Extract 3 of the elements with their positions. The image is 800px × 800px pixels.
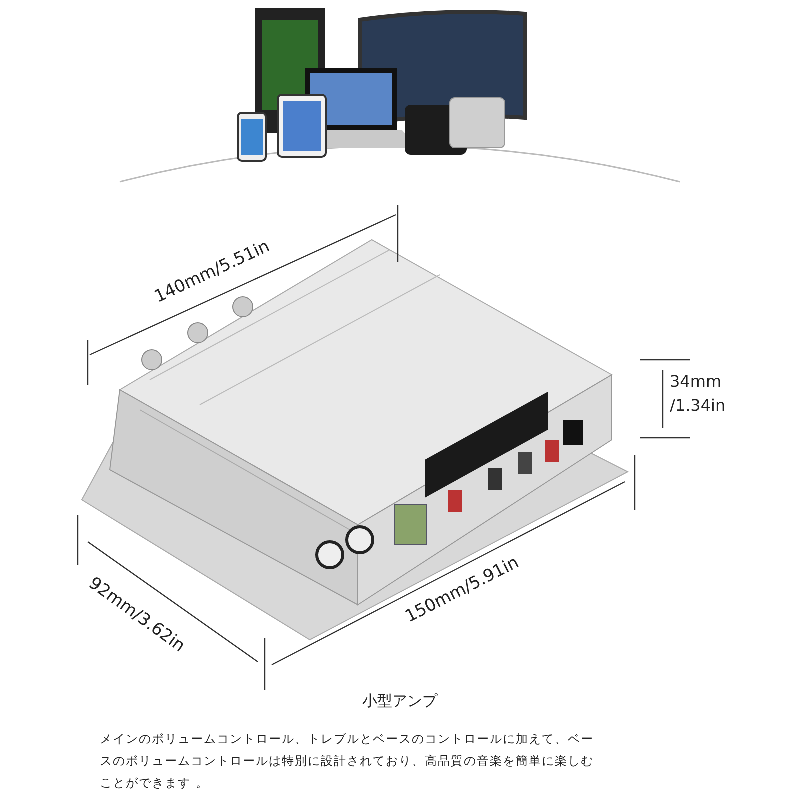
caption: 小型アンプ [362, 692, 439, 711]
description-paragraph: メインのボリュームコントロール、トレブルとベースのコントロールに加えて、ベースのボリュームコントロールは特別に設計されており、高品質の音楽を簡単に楽しむことができます 。 [100, 731, 595, 792]
dimension-label: 34mm /1.34in [670, 371, 727, 417]
